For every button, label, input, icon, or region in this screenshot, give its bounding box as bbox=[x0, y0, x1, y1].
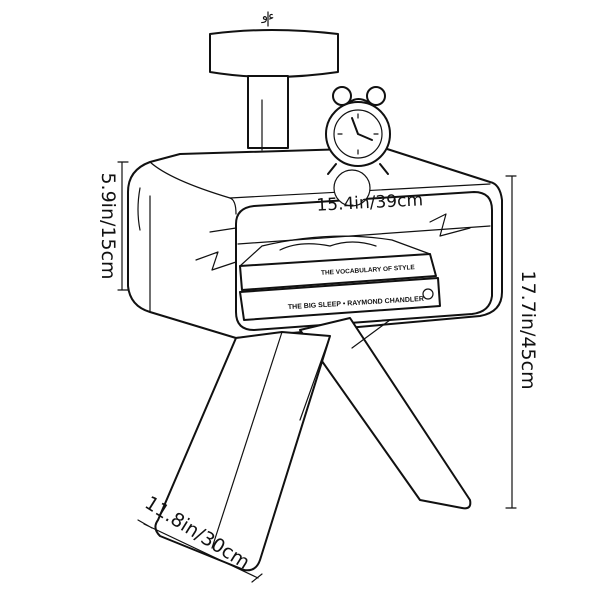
alarm-clock-icon bbox=[325, 86, 391, 207]
table-leg-back bbox=[299, 317, 472, 510]
books: THE VOCABULARY OF STYLE THE BIG SLEEP • … bbox=[239, 235, 441, 321]
book-logo bbox=[422, 288, 434, 300]
table-leg-front bbox=[154, 331, 331, 572]
lamp-stem bbox=[247, 75, 289, 149]
dimension-lines bbox=[117, 161, 517, 583]
dim-height-total: 17.7in/45cm bbox=[517, 270, 539, 389]
lamp-shade bbox=[209, 29, 339, 78]
dim-height-side: 5.9in/15cm bbox=[97, 172, 119, 279]
table bbox=[127, 147, 503, 572]
book-top bbox=[239, 253, 437, 291]
